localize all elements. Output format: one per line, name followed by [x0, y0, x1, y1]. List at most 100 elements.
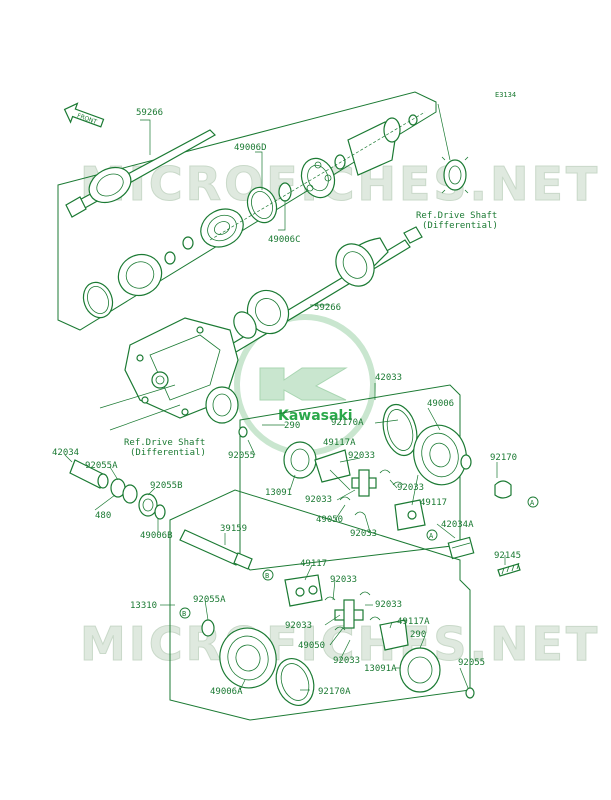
universal-joint-bottom: [334, 599, 364, 629]
label-49050-top: 49050: [316, 515, 343, 525]
label-92055B: 92055B: [150, 481, 183, 491]
leader-lines: [64, 103, 506, 691]
clip-49050-top: [339, 496, 351, 501]
label-49117A-bot: 49117A: [397, 617, 430, 627]
label-49006B: 49006B: [140, 531, 173, 541]
clamp-a: [164, 251, 176, 265]
ring-49006C: [278, 182, 292, 202]
ring-92055-left: [238, 426, 248, 438]
boot-49006A: [219, 627, 277, 689]
clamp-b: [182, 236, 194, 250]
label-49050-bot: 49050: [298, 641, 325, 651]
label-92055-bot: 92055: [458, 658, 485, 668]
spring-92145: [497, 563, 521, 577]
ring-49006B: [154, 504, 166, 520]
right-joint-group: [238, 384, 521, 577]
lower-joint-group: [169, 489, 471, 721]
svg-text:B: B: [182, 610, 186, 618]
ring-92170A-bot: [275, 658, 315, 706]
yoke-49117A-bot: [379, 619, 409, 651]
callout-B1: B: [262, 569, 274, 581]
label-13310: 13310: [130, 601, 157, 611]
label-92170A-top: 92170A: [331, 418, 364, 428]
centerline-upper: [209, 111, 426, 241]
label-92170A-bot: 92170A: [318, 687, 351, 697]
label-92033-b: 92033: [305, 495, 332, 505]
label-92055A-bot: 92055A: [193, 595, 226, 605]
label-49117A-top: 49117A: [323, 438, 356, 448]
ring-49006D: [246, 186, 278, 224]
label-49117-mid: 49117: [300, 559, 327, 569]
label-92145: 92145: [494, 551, 521, 561]
shaft-42034A: [447, 536, 475, 560]
universal-joint-top: [351, 469, 377, 497]
label-42034A: 42034A: [441, 520, 474, 530]
outer-boot-49006: [413, 424, 472, 486]
differential-housing: [99, 317, 239, 424]
label-290-bot: 290: [410, 630, 426, 640]
upper-shaft-group: [57, 91, 437, 331]
diff-gear-top: [441, 156, 469, 194]
label-13091A: 13091A: [364, 664, 397, 674]
bearing-cage: [300, 157, 336, 199]
svg-text:Ref.Drive Shaft: Ref.Drive Shaft: [124, 438, 205, 448]
upper-boot-inner: [200, 208, 244, 248]
svg-text:B: B: [265, 572, 269, 580]
label-92033-f: 92033: [375, 600, 402, 610]
label-92170: 92170: [490, 453, 517, 463]
label-92033-g: 92033: [285, 621, 312, 631]
logo-text: Kawasaki: [278, 408, 353, 424]
upper-boot-outer: [117, 253, 163, 297]
label-92033-h: 92033: [333, 656, 360, 666]
clamp-92170: [494, 480, 512, 499]
upper-ring-left: [82, 281, 114, 319]
label-49117-top: 49117: [420, 498, 447, 508]
ring-92055-bottom: [465, 687, 475, 699]
middle-spline: [403, 226, 423, 244]
label-92033-d: 92033: [350, 529, 377, 539]
ref-left: Ref.Drive Shaft (Differential): [124, 438, 206, 458]
label-39159: 39159: [220, 524, 247, 534]
middle-shaft-assembly: [229, 226, 423, 353]
shaft-42034: [69, 459, 106, 489]
label-59266-top: 59266: [136, 108, 163, 118]
ring-92170A-top: [382, 403, 418, 457]
label-13091: 13091: [265, 488, 292, 498]
yoke-49117A-top: [314, 449, 351, 483]
label-42033-top: 42033: [375, 373, 402, 383]
label-42034: 42034: [52, 448, 79, 458]
part-92055B: [138, 493, 158, 517]
svg-text:A: A: [429, 532, 434, 540]
label-92055-left: 92055: [228, 451, 255, 461]
label-290-top: 290: [284, 421, 300, 431]
label-59266-mid: 59266: [314, 303, 341, 313]
label-49006A: 49006A: [210, 687, 243, 697]
upper-housing: [347, 117, 401, 176]
upper-spline-left: [65, 196, 87, 218]
label-92033-c: 92033: [397, 483, 424, 493]
part-labels: 59266 49006D 49006C 59266 42033 92170A 4…: [52, 108, 521, 697]
housing-13091A: [399, 647, 441, 693]
label-480: 480: [95, 511, 111, 521]
label-92055A-top: 92055A: [85, 461, 118, 471]
ring-480: [122, 484, 138, 504]
shaft-39159: [179, 529, 241, 566]
label-92033-e: 92033: [330, 575, 357, 585]
callout-A2: A: [527, 496, 539, 508]
svg-text:Ref.Drive Shaft: Ref.Drive Shaft: [416, 211, 497, 221]
label-49006-right: 49006: [427, 399, 454, 409]
watermark-bottom: MICROFICHES.NET: [80, 617, 600, 671]
svg-text:(Differential): (Differential): [130, 448, 206, 458]
front-arrow-icon: FRONT: [63, 102, 105, 128]
circlip-top: [408, 114, 418, 126]
upper-frame: [57, 91, 437, 331]
ref-top: Ref.Drive Shaft (Differential): [416, 211, 498, 231]
callout-A1: A: [426, 529, 438, 541]
label-49006C: 49006C: [268, 235, 301, 245]
snap-ring-top: [334, 154, 346, 170]
left-small-parts: [69, 459, 166, 520]
callout-B2: B: [179, 607, 191, 619]
diagram-code: E3134: [495, 91, 516, 99]
yoke-housing-13091: [283, 441, 317, 479]
